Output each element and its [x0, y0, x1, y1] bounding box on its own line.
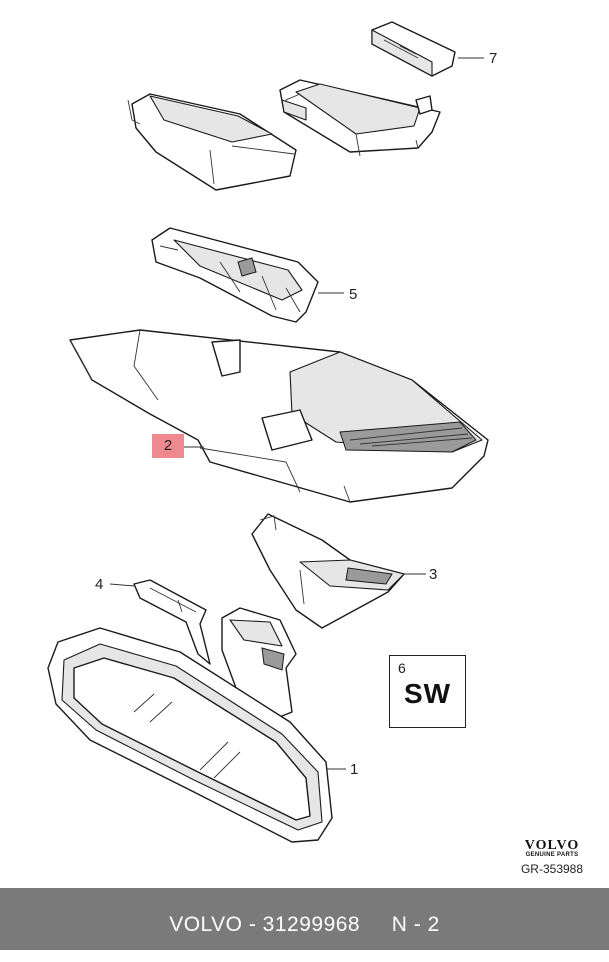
- frame-bracket: [279, 79, 441, 157]
- callout-7: 7: [489, 50, 497, 67]
- software-box-label: SW: [403, 678, 452, 709]
- callout-3: 3: [429, 566, 437, 583]
- software-box: 6 SW: [389, 655, 466, 728]
- part-5-bracket: [151, 227, 319, 323]
- part-4-bracket: [133, 579, 211, 665]
- callout-2-label: 2: [163, 437, 173, 454]
- diagram-reference: GR-353988: [520, 862, 584, 876]
- callout-4: 4: [95, 576, 103, 593]
- footer-part-number: VOLVO - 31299968 N - 2: [169, 913, 440, 936]
- parts-diagram: 7 5 3 4 1: [47, 21, 497, 843]
- rain-sensor-cover: [127, 93, 297, 191]
- callout-1: 1: [350, 761, 358, 778]
- volvo-logo-subtext: GENUINE PARTS: [525, 852, 579, 858]
- leader-4: [109, 583, 135, 587]
- part-7-clip: [371, 21, 456, 77]
- mirror-mount: [221, 607, 297, 721]
- part-1-mirror: [47, 627, 333, 843]
- software-box-number: 6: [398, 660, 406, 676]
- volvo-logo-text: VOLVO: [524, 838, 580, 853]
- footer-bar: VOLVO - 31299968 N - 2: [0, 888, 609, 950]
- part-3-cover: [251, 513, 405, 629]
- callout-5: 5: [349, 286, 357, 303]
- part-2-housing: [69, 329, 489, 503]
- highlighted-callout-2: 2: [152, 434, 184, 458]
